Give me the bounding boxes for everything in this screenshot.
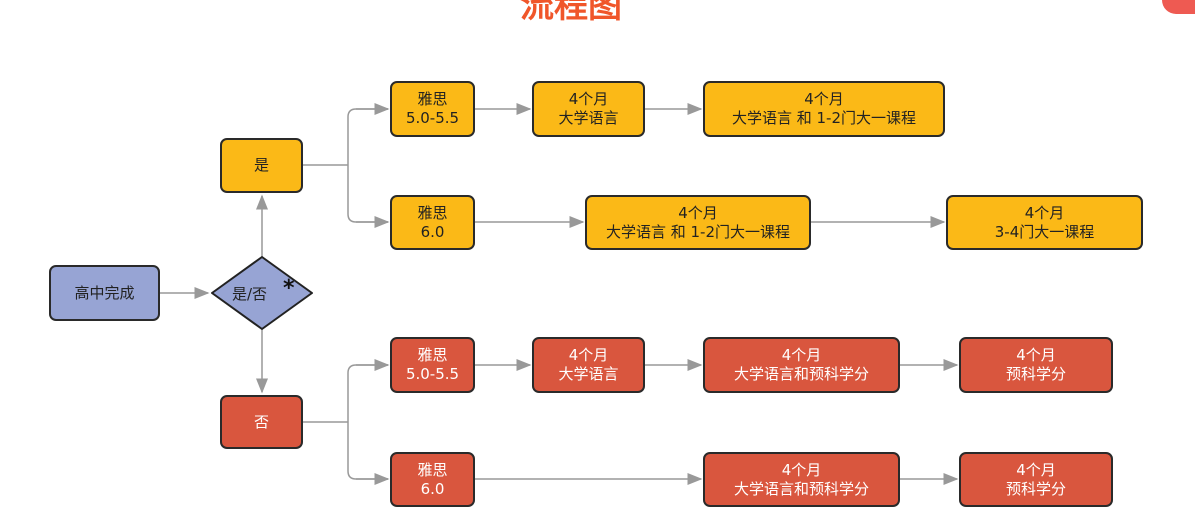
node-yes-ielts-low: 雅思 5.0-5.5: [390, 81, 475, 137]
node-yes: 是: [220, 138, 303, 193]
node-no-r2-step1: 4个月 大学语言和预科学分: [703, 452, 900, 507]
decision-mark: *: [283, 276, 295, 301]
node-no: 否: [220, 395, 303, 449]
node-yes-r2-step1: 4个月 大学语言 和 1-2门大一课程: [585, 195, 811, 250]
node-yes-r2-step2: 4个月 3-4门大一课程: [946, 195, 1143, 250]
node-yes-ielts-high: 雅思 6.0: [390, 195, 475, 250]
node-no-ielts-high: 雅思 6.0: [390, 452, 475, 507]
page-title: 流程图: [520, 0, 622, 26]
node-no-r2-step2: 4个月 预科学分: [959, 452, 1113, 507]
connector: [303, 108, 388, 223]
node-no-ielts-low: 雅思 5.0-5.5: [390, 337, 475, 393]
node-no-r1-step2: 4个月 大学语言和预科学分: [703, 337, 900, 393]
decision-label: 是/否: [232, 285, 268, 303]
node-no-r1-step3: 4个月 预科学分: [959, 337, 1113, 393]
node-start: 高中完成: [49, 265, 160, 321]
corner-button[interactable]: [1162, 0, 1195, 14]
decision-diamond: [211, 256, 313, 330]
node-no-r1-step1: 4个月 大学语言: [532, 337, 645, 393]
node-yes-r1-step1: 4个月 大学语言: [532, 81, 645, 137]
node-yes-r1-step2: 4个月 大学语言 和 1-2门大一课程: [703, 81, 945, 137]
connector: [303, 364, 388, 480]
